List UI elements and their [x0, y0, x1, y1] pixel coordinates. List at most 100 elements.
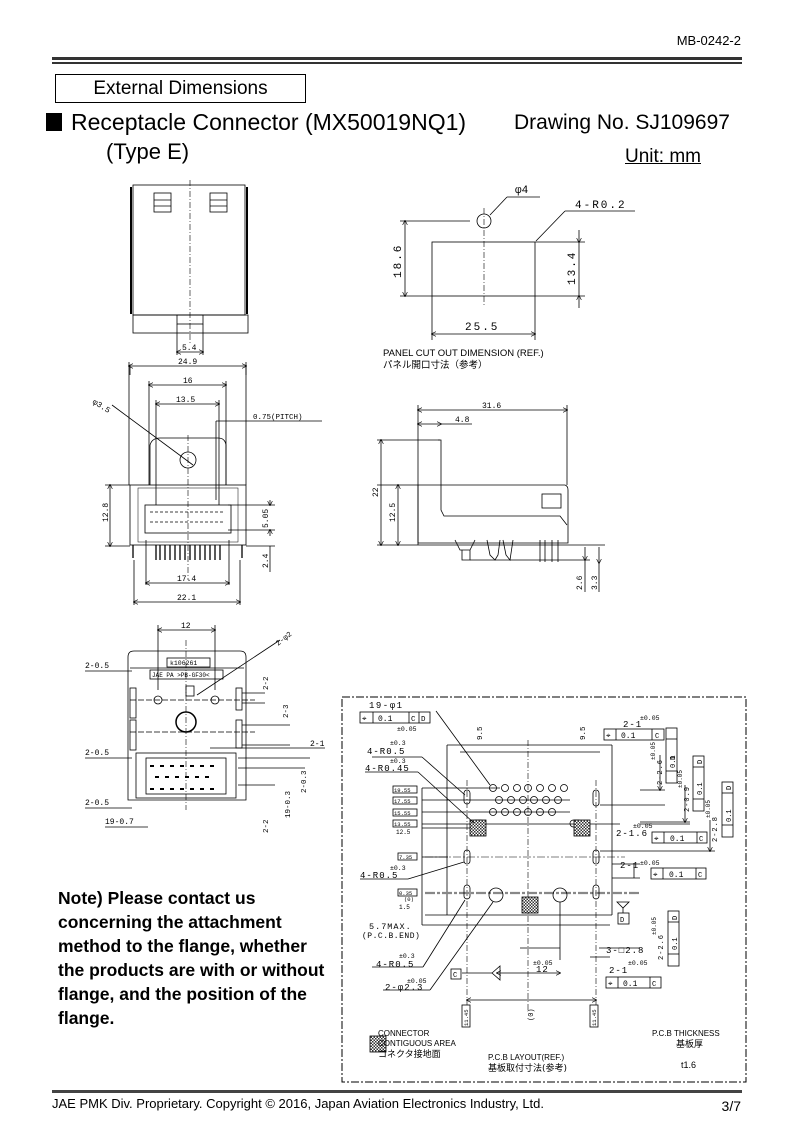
dim-12-5: 12.5 — [389, 503, 398, 522]
r045-tol: ±0.3 — [390, 758, 406, 765]
fcf-datum-3: C — [699, 836, 703, 844]
pcb-layout — [341, 696, 747, 1083]
dim-3-3: 3.3 — [591, 575, 600, 590]
fcf-main-value: 0.1 — [378, 715, 393, 724]
part-label: k106261 — [170, 660, 197, 667]
panel-caption-jp: パネル開口寸法（参考） — [383, 359, 488, 371]
layout-jp: 基板取付寸法(参考) — [488, 1062, 567, 1074]
dim-19-0-7: 19-0.7 — [105, 818, 134, 827]
side-view — [377, 405, 605, 592]
slot-2-26: 2-2.6 — [657, 759, 665, 785]
header-rule — [52, 57, 742, 60]
bottom-view — [85, 625, 325, 828]
fcf-value-4: 0.1 — [669, 871, 684, 880]
datum-c-box: C — [453, 972, 457, 980]
fcf-v-1-val: 0.1 — [670, 755, 678, 768]
fcf-datum-4: C — [698, 872, 702, 880]
fcf-v-2-d: D — [697, 760, 705, 764]
product-title: Receptacle Connector (MX50019NQ1) — [46, 109, 466, 136]
row-dim-0: (0) — [404, 896, 414, 903]
dim-22-1: 22.1 — [177, 594, 196, 603]
slot-2-09: 2-0.9 — [684, 786, 692, 812]
slot-2-1b-tol: ±0.05 — [640, 860, 660, 867]
dim-18-6: 18.6 — [393, 244, 405, 278]
top-9-5-right: 9.5 — [580, 726, 588, 740]
dim-16: 16 — [183, 377, 193, 386]
edge-left: 11.45 — [463, 1009, 470, 1026]
fcf-value-2: 0.1 — [621, 732, 636, 741]
slot-2-1a: 2-1 — [623, 720, 642, 730]
sq-2-8: 3-□2.8 — [606, 946, 644, 956]
max-note: 5.7MAX. — [369, 922, 412, 932]
dim-2-2-b: 2-2 — [263, 819, 271, 833]
fcf-v-4-val: 0.1 — [672, 937, 680, 950]
row-dim-19-55: 19.55 — [394, 787, 411, 794]
product-type: (Type E) — [106, 139, 190, 164]
fcf-main-datum-d: D — [421, 716, 426, 724]
thickness-jp: 基板厚 — [676, 1038, 703, 1050]
r05c-tol: ±0.3 — [399, 953, 415, 960]
row-dim-1-5: 1.5 — [399, 904, 410, 911]
r045-label: 4-R0.45 — [365, 764, 410, 774]
hole23-label: 2-φ2.3 — [385, 983, 423, 993]
legend-en-2: CONTIGUOUS AREA — [378, 1039, 456, 1048]
slot-2-16: 2-1.6 — [616, 829, 648, 839]
dim-hole-3-5: φ3.5 — [90, 398, 111, 416]
r05c-label: 4-R0.5 — [376, 960, 414, 970]
panel-caption-en: PANEL CUT OUT DIMENSION (REF.) — [383, 348, 544, 359]
layout-en: P.C.B LAYOUT(REF.) — [488, 1053, 565, 1062]
datum-d-box: D — [620, 917, 624, 925]
slot-2-1c: 2-1 — [609, 966, 628, 976]
fcf-value-3: 0.1 — [670, 835, 685, 844]
dim-25-5: 25.5 — [465, 322, 499, 334]
fcf-v-2-val: 0.1 — [697, 782, 705, 795]
drawing-number: Drawing No. SJ109697 — [514, 111, 730, 134]
copyright: JAE PMK Div. Proprietary. Copyright © 20… — [52, 1096, 545, 1111]
zero-label: (0) — [528, 1008, 536, 1021]
dim-2-4: 2.4 — [262, 553, 271, 568]
dim-13-4: 13.4 — [567, 251, 579, 285]
dim-22: 22 — [372, 487, 381, 497]
panel-cutout-view — [400, 196, 635, 340]
dim-corner-radius: 4-R0.2 — [575, 200, 627, 212]
fcf-pos-icon-4: ⌖ — [653, 871, 658, 880]
row-dim-7-35: 7.35 — [399, 854, 412, 861]
r05-tol: ±0.3 — [390, 740, 406, 747]
fcf-pos-icon-2: ⌖ — [606, 732, 611, 741]
dim-12-8: 12.8 — [102, 503, 111, 522]
dim-2-1-bottom: 2-1 — [310, 740, 325, 749]
row-dim-15-55: 15.55 — [394, 810, 411, 817]
section-label: External Dimensions — [55, 74, 306, 103]
legend-en-1: CONNECTOR — [378, 1029, 430, 1038]
slot-2-28-tol: ±0.05 — [705, 800, 712, 818]
top-9-5-left: 9.5 — [477, 726, 485, 740]
fcf-main-datum-c: C — [411, 716, 416, 724]
dim-2-0-5-a: 2-0.5 — [85, 662, 109, 671]
legend-jp: コネクタ接地面 — [378, 1048, 441, 1060]
dim-2-0-5-b: 2-0.5 — [85, 749, 109, 758]
mark-label: JAE PA >PB-GF30< — [152, 672, 210, 679]
dim-2-phi2: 2-φ2 — [275, 631, 294, 648]
row-dim-13-55: 13.55 — [394, 821, 411, 828]
slot-2-1b: 2-1 — [620, 861, 639, 871]
r05b-tol: ±0.3 — [390, 865, 406, 872]
row-dim-12-5: 12.5 — [396, 829, 411, 836]
fcf-v-4-d: D — [672, 916, 680, 920]
thickness-en: P.C.B THICKNESS — [652, 1029, 720, 1038]
c12-label: 12 — [536, 965, 549, 975]
fcf-position-icon: ⌖ — [362, 715, 367, 724]
dim-2-0-3: 2-0.3 — [301, 770, 309, 793]
fcf-value-5: 0.1 — [623, 980, 638, 989]
r05b-label: 4-R0.5 — [360, 871, 398, 881]
bullet-square-icon — [46, 113, 62, 131]
fcf-v-3-val: 0.1 — [726, 809, 734, 822]
footer-rule — [52, 1090, 742, 1093]
c12-tol: ±0.05 — [533, 960, 553, 967]
flange-note: Note) Please contact us concerning the a… — [58, 888, 325, 1028]
dim-2-6: 2.6 — [576, 575, 585, 590]
dim-5-05: 5.05 — [262, 509, 271, 528]
slot-2-1a-tol: ±0.05 — [640, 715, 660, 722]
dim-hole-dia: φ4 — [515, 185, 529, 197]
edge-right: 11.45 — [591, 1009, 598, 1026]
